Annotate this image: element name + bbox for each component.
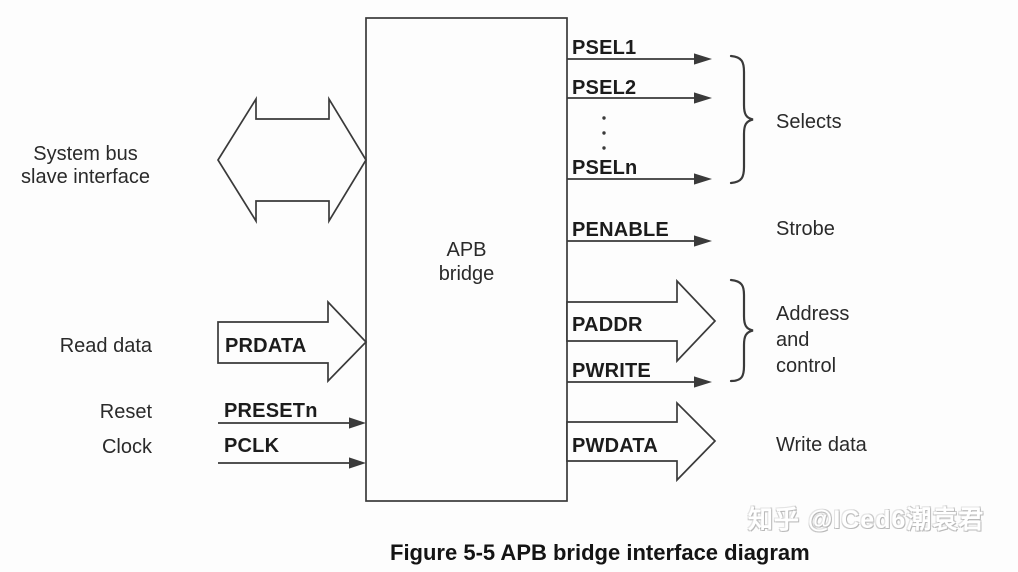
psel1-arrowhead-icon [694, 53, 712, 65]
pwdata-label: PWDATA [572, 435, 658, 457]
psel1-label: PSEL1 [572, 37, 637, 59]
pseln-arrowhead-icon [694, 173, 712, 185]
psel2-label: PSEL2 [572, 77, 637, 99]
reset-label: Reset [99, 401, 152, 423]
psel2-arrowhead-icon [694, 92, 712, 104]
apb-bridge-label: APB bridge [438, 239, 495, 285]
apb-bridge-box [365, 17, 568, 502]
presetn-arrowhead-icon [349, 417, 366, 429]
pwrite-label: PWRITE [572, 360, 651, 382]
address-control-label: Address and control [776, 303, 850, 377]
prdata-block-arrow-icon [217, 299, 368, 384]
prdata-label: PRDATA [225, 335, 307, 357]
figure-caption: Figure 5-5 APB bridge interface diagram [390, 540, 810, 565]
penable-arrowhead-icon [694, 235, 712, 247]
ellipsis-dot [602, 131, 606, 135]
ellipsis-dot [602, 116, 606, 120]
selects-label: Selects [776, 111, 842, 133]
bidirectional-arrow-icon [216, 95, 367, 225]
pclk-label: PCLK [224, 435, 280, 457]
pwdata-block-arrow-icon [566, 400, 717, 483]
strobe-label: Strobe [776, 218, 835, 240]
watermark: 知乎 @ICed6潮袁君 [748, 506, 985, 534]
pclk-arrowhead-icon [349, 457, 366, 469]
write-data-label: Write data [776, 434, 867, 456]
pseln-label: PSELn [572, 157, 638, 179]
paddr-block-arrow-icon [566, 278, 717, 364]
ellipsis-dot [602, 146, 606, 150]
paddr-label: PADDR [572, 314, 643, 336]
selects-brace [729, 54, 754, 185]
clock-label: Clock [101, 436, 152, 458]
address-control-brace [729, 278, 754, 383]
pwrite-arrowhead-icon [694, 376, 712, 388]
presetn-label: PRESETn [224, 400, 318, 422]
read-data-label: Read data [59, 335, 152, 357]
penable-label: PENABLE [572, 219, 669, 241]
system-bus-label: System bus slave interface [21, 143, 150, 188]
